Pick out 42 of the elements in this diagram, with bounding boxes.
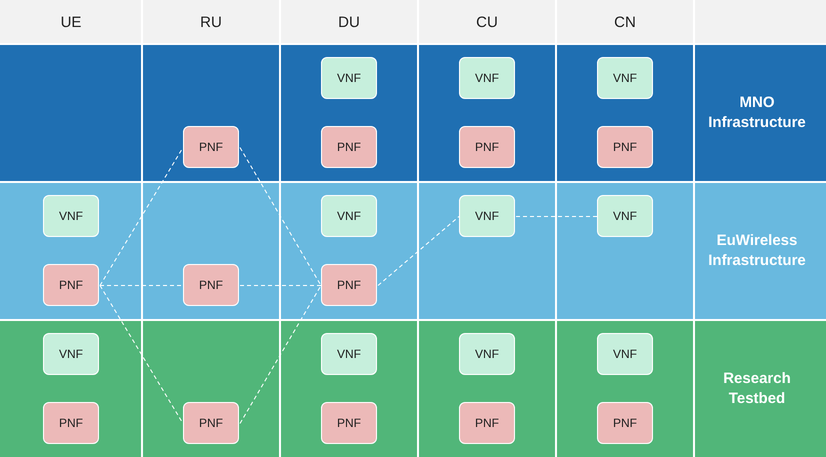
column-header: RU (199, 12, 223, 32)
function-box: PNF (459, 126, 515, 168)
function-box: VNF (459, 57, 515, 99)
column-header: CU (475, 12, 499, 32)
row-label: EuWireless Infrastructure (707, 230, 807, 271)
function-box: PNF (321, 126, 377, 168)
function-box: VNF (43, 195, 99, 237)
dashed-connector (100, 285, 184, 424)
row-label: Research Testbed (722, 368, 792, 409)
function-box: VNF (321, 57, 377, 99)
row-band (0, 44, 826, 182)
function-box: PNF (597, 402, 653, 444)
column-header: DU (337, 12, 361, 32)
function-box: VNF (321, 333, 377, 375)
function-box: PNF (183, 264, 239, 306)
row-label: MNO Infrastructure (707, 92, 807, 133)
dashed-connector (378, 216, 460, 286)
function-box: PNF (183, 402, 239, 444)
dashed-connector (100, 147, 184, 286)
function-box: VNF (459, 195, 515, 237)
function-box: PNF (43, 402, 99, 444)
function-box: PNF (43, 264, 99, 306)
function-box: PNF (459, 402, 515, 444)
function-box: PNF (321, 264, 377, 306)
row-band (0, 320, 826, 457)
function-box: VNF (597, 333, 653, 375)
dashed-connector (240, 285, 322, 424)
function-box: PNF (597, 126, 653, 168)
function-box: VNF (597, 57, 653, 99)
column-header: UE (60, 12, 82, 32)
dashed-connector (100, 285, 184, 286)
dashed-connector (516, 216, 598, 217)
function-box: VNF (459, 333, 515, 375)
column-header: CN (613, 12, 637, 32)
function-box: VNF (321, 195, 377, 237)
dashed-connector (240, 285, 322, 286)
function-box: VNF (43, 333, 99, 375)
function-box: PNF (321, 402, 377, 444)
row-band (0, 182, 826, 320)
function-box: PNF (183, 126, 239, 168)
dashed-connector (240, 147, 322, 286)
function-box: VNF (597, 195, 653, 237)
